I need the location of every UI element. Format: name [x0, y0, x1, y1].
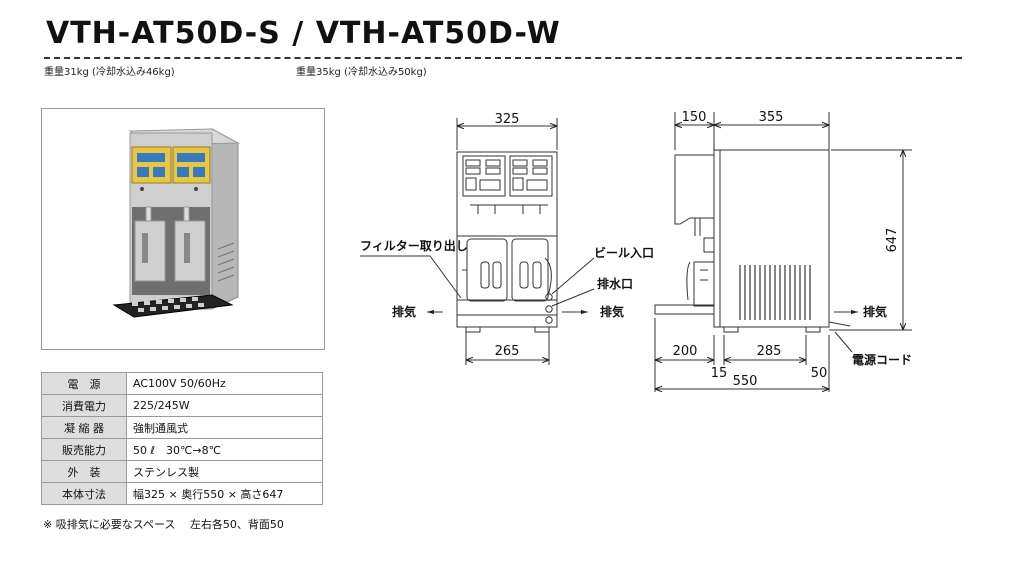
dim-base: 265	[495, 344, 520, 359]
beer-server-illustration	[112, 128, 240, 318]
table-row: 凝 縮 器強制通風式	[41, 416, 323, 439]
label-exhaust-left: 排気	[392, 304, 416, 319]
dim-width: 325	[495, 112, 520, 127]
product-photo	[41, 108, 325, 350]
table-row: 本体寸法幅325 × 奥行550 × 高さ647	[41, 482, 323, 505]
spec-value: 強制通風式	[126, 416, 323, 439]
space-note: ※ 吸排気に必要なスペース 左右各50、背面50	[43, 518, 284, 531]
dim-285: 285	[757, 344, 782, 359]
side-view	[654, 112, 912, 392]
spec-value: 50 ℓ 30℃→8℃	[126, 438, 323, 461]
spec-label: 凝 縮 器	[41, 416, 127, 439]
label-drain: 排水口	[597, 276, 633, 291]
label-power-cord: 電源コード	[852, 352, 912, 367]
dim-15: 15	[711, 366, 728, 381]
dim-200: 200	[673, 344, 698, 359]
spec-value: 幅325 × 奥行550 × 高さ647	[126, 482, 323, 505]
label-filter: フィルター取り出し	[360, 238, 468, 253]
title-divider	[44, 57, 962, 59]
weight-w: 重量35kg (冷却水込み50kg)	[296, 67, 427, 78]
label-exhaust-side: 排気	[863, 304, 887, 319]
weight-s: 重量31kg (冷却水込み46kg)	[44, 67, 175, 78]
dim-height: 647	[885, 228, 900, 253]
dim-355: 355	[759, 110, 784, 125]
model-title: VTH-AT50D-S / VTH-AT50D-W	[46, 16, 561, 51]
spec-label: 販売能力	[41, 438, 127, 461]
spec-label: 本体寸法	[41, 482, 127, 505]
spec-value: ステンレス製	[126, 460, 323, 483]
spec-label: 消費電力	[41, 394, 127, 417]
front-view	[360, 118, 595, 365]
spec-value: 225/245W	[126, 394, 323, 417]
spec-value: AC100V 50/60Hz	[126, 372, 323, 395]
dim-total: 550	[733, 374, 758, 389]
label-beer-inlet: ビール入口	[594, 245, 654, 260]
dim-150: 150	[682, 110, 707, 125]
dim-50: 50	[811, 366, 828, 381]
label-exhaust-right: 排気	[600, 304, 624, 319]
table-row: 外 装ステンレス製	[41, 460, 323, 483]
